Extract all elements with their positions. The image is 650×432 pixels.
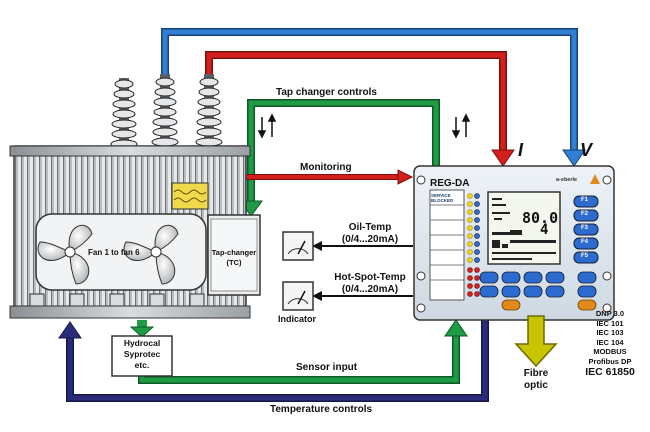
display-value-primary: 80.0: [522, 209, 559, 227]
tap-changer-control-line: [239, 99, 440, 217]
fan-label: Fan 1 to fan 6: [88, 248, 140, 257]
hot-spot-temp-label: Hot-Spot-Temp (0/4...20mA): [326, 272, 414, 296]
monitoring-label: Monitoring: [300, 162, 352, 173]
temperature-control-line: [58, 320, 489, 402]
a-eberle-logo-icon: [590, 174, 600, 184]
protocol-item: Profibus DP: [588, 356, 632, 366]
function-key-column: [573, 195, 599, 264]
protocol-item: DNP 3.0: [595, 309, 625, 318]
tap-changer-name: Tap-changer: [211, 248, 257, 257]
fibre-optic-label: Fibre optic: [512, 368, 560, 392]
hydrocal-box: [111, 335, 173, 377]
function-key-f5: F5: [581, 253, 589, 259]
sensor-input-label: Sensor input: [296, 362, 358, 373]
oil-temp-line: [312, 241, 413, 251]
tap-changer-abbr: (TC): [226, 258, 242, 267]
control-buttons: [479, 271, 597, 311]
fibre-word: Fibre: [523, 368, 549, 379]
tap-changer-label: Tap-changer (TC): [208, 248, 260, 268]
syprotec-name: Syprotec: [123, 349, 161, 359]
brand-label: a-eberle: [556, 177, 578, 183]
protocol-item: IEC 101: [596, 318, 624, 328]
voltage-measurement-line: [161, 28, 586, 167]
oil-temp-title: Oil-Temp: [348, 222, 392, 233]
etc-name: etc.: [134, 360, 150, 370]
protocol-list: DNP 3.0 IEC 101 IEC 103 IEC 104 MODBUS P…: [574, 309, 646, 379]
transformer: [9, 74, 261, 319]
indicator-label: Indicator: [278, 314, 317, 324]
tap-changer-controls-label: Tap changer controls: [276, 87, 377, 98]
hydrocal-label: Hydrocal Syprotec etc.: [112, 338, 172, 371]
protocol-item: IEC 103: [596, 328, 624, 337]
hot-spot-temp-line: [312, 291, 413, 301]
reg-da-label: REG-DA: [430, 178, 470, 189]
fan-left-icon: [37, 224, 93, 285]
display-value-secondary: 4: [540, 222, 549, 238]
function-key-f2: F2: [581, 211, 589, 217]
hydrocal-feed-arrow: [129, 320, 155, 338]
voltage-symbol: V: [580, 140, 593, 160]
hot-spot-temp-range: (0/4...20mA): [341, 284, 399, 295]
fibre-optic-arrow: [514, 315, 558, 368]
function-key-f1: F1: [581, 197, 589, 203]
oil-temp-label: Oil-Temp (0/4...20mA): [330, 222, 410, 246]
reg-da-device: [413, 165, 615, 321]
protocol-item: IEC 104: [596, 337, 624, 347]
hot-spot-indicator-gauge: [282, 281, 314, 311]
oil-temp-range: (0/4...20mA): [341, 234, 399, 245]
raise-lower-arrows-left: [257, 113, 277, 139]
optic-word: optic: [524, 380, 548, 391]
protocol-main: IEC 61850: [585, 366, 635, 378]
protocol-item: MODBUS: [593, 347, 627, 356]
transformer-bushings: [110, 74, 223, 149]
function-key-f4: F4: [581, 239, 589, 245]
function-key-f3: F3: [581, 225, 589, 231]
temperature-controls-label: Temperature controls: [270, 404, 373, 415]
current-symbol: I: [518, 140, 524, 160]
hydrocal-name: Hydrocal: [123, 338, 161, 348]
raise-lower-arrows-right: [451, 113, 471, 139]
hot-spot-temp-title: Hot-Spot-Temp: [334, 272, 406, 283]
current-measurement-line: [205, 51, 515, 167]
status-led-column: [467, 193, 480, 297]
oil-temp-indicator-gauge: [282, 231, 314, 261]
fan-right-icon: [123, 224, 179, 285]
service-blocked-label: SERVICE BLOCKED: [431, 193, 454, 203]
